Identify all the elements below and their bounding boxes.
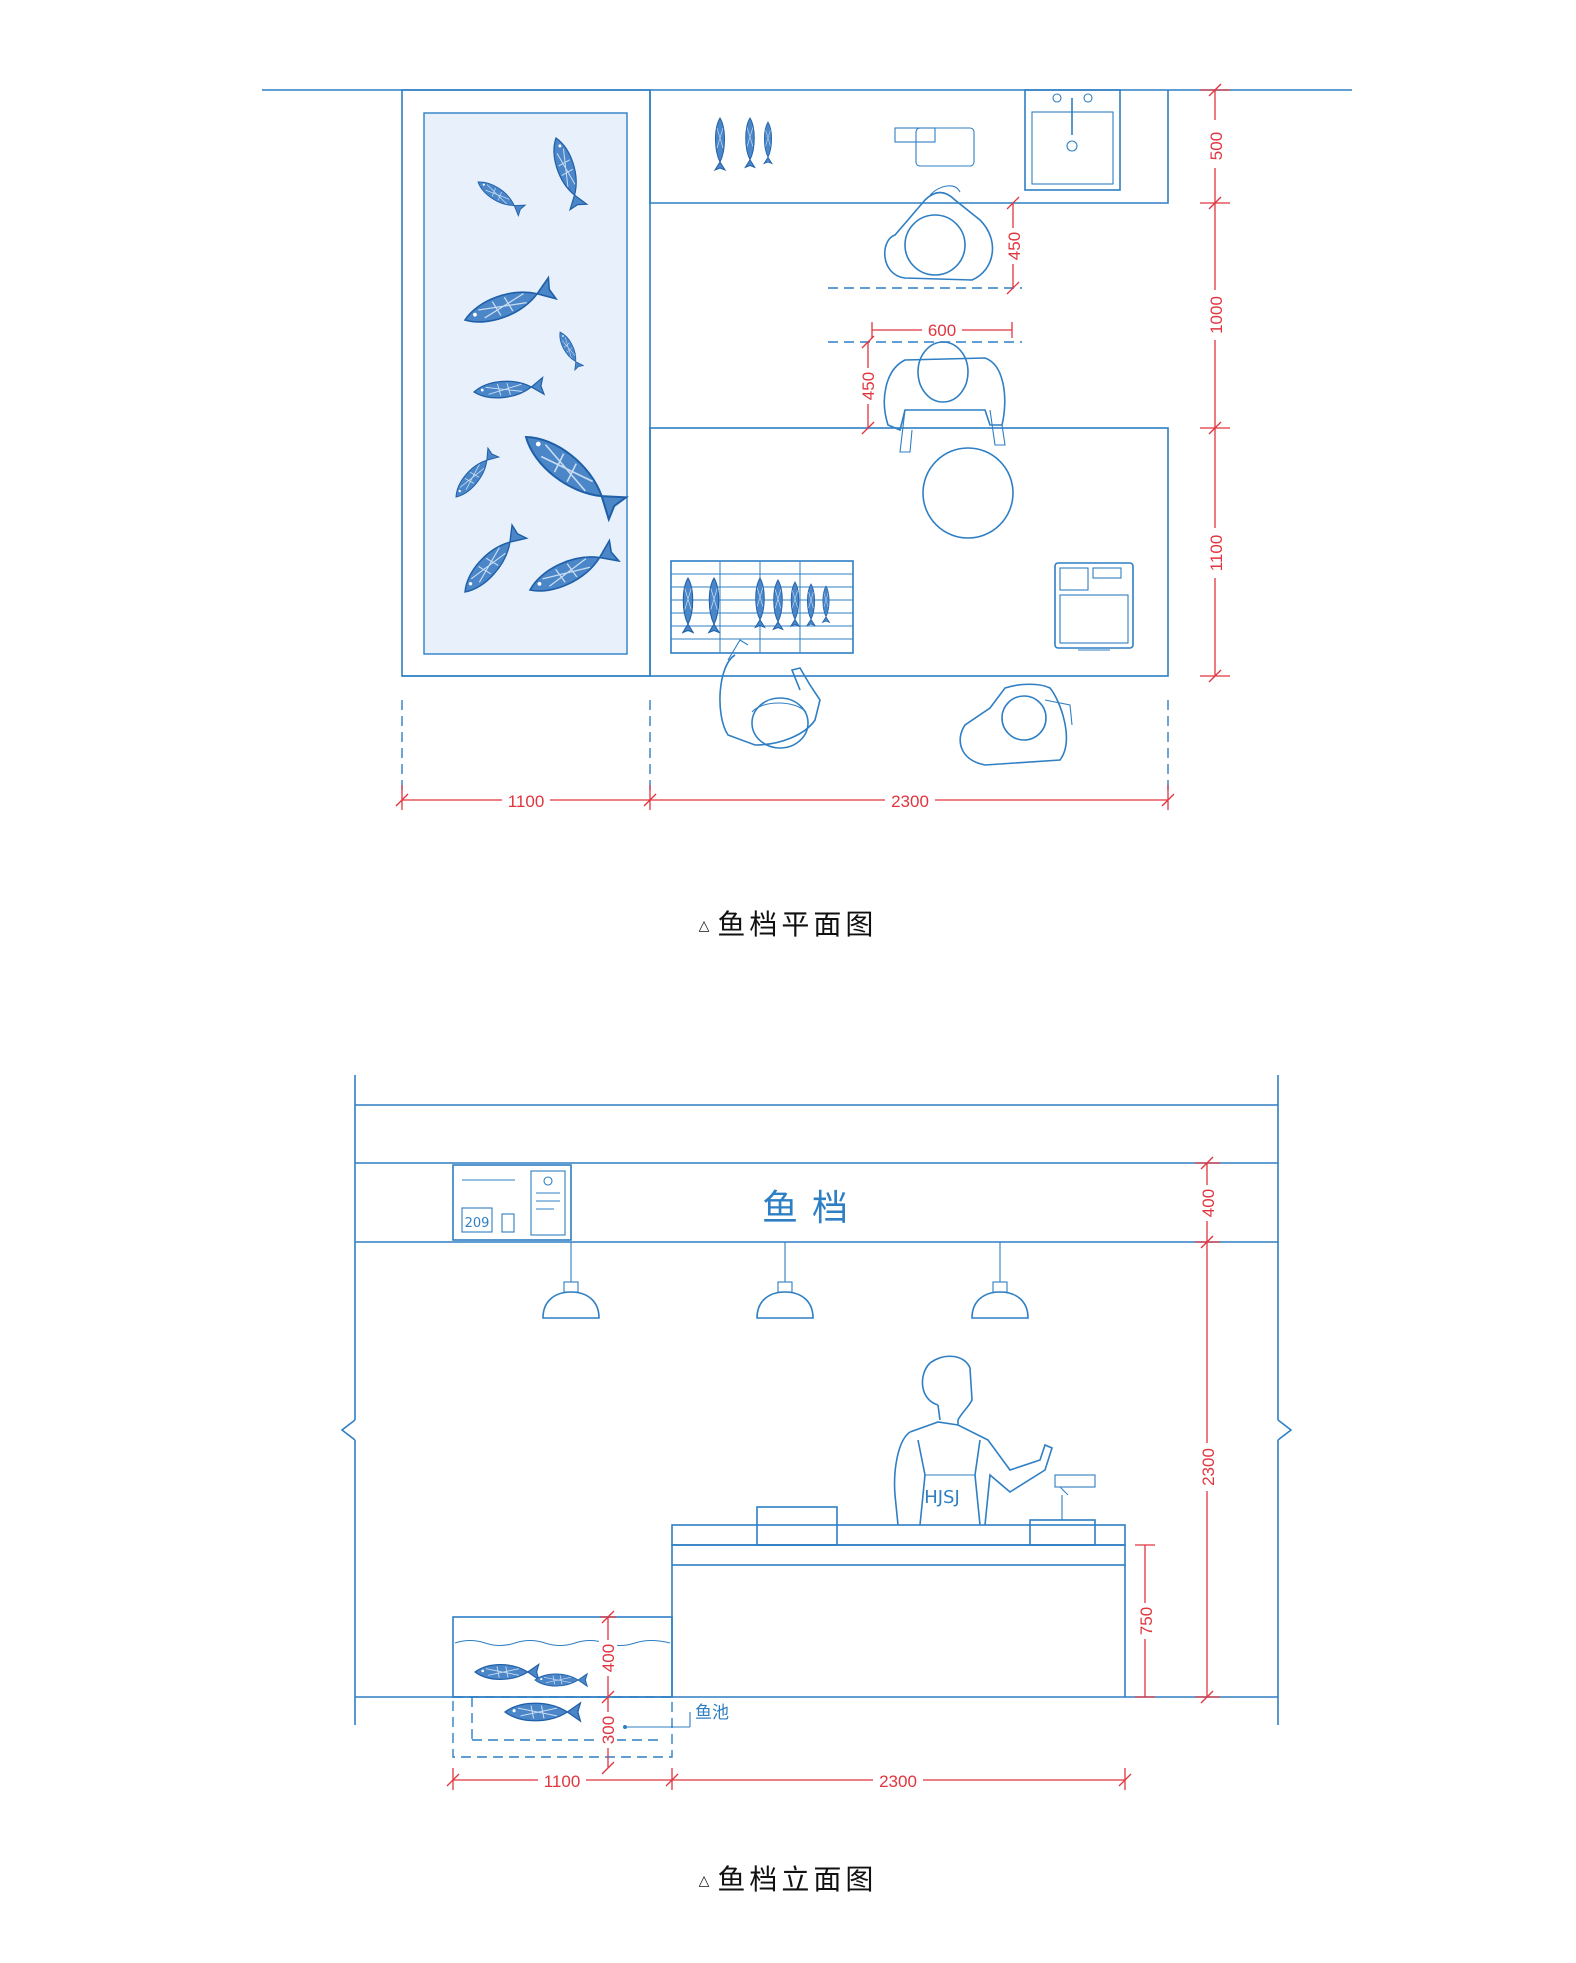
- fish-pool-label: 鱼池: [695, 1703, 729, 1723]
- dim-400-top: 400: [1199, 1189, 1218, 1217]
- customer-left-icon: [719, 639, 821, 749]
- pendant-lamps: [542, 1242, 1029, 1319]
- dim-2300-bottom: 2300: [891, 792, 929, 811]
- board-number: 209: [465, 1216, 490, 1231]
- cutting-board-icon: [894, 127, 975, 167]
- elevation-view: 209 鱼档: [340, 1075, 1293, 1791]
- plan-caption: △鱼档平面图: [698, 908, 878, 941]
- elevation-bottom-dimensions: 1100 2300: [446, 1768, 1132, 1791]
- worker-top-view-icon: [883, 185, 994, 281]
- dim-300-pool: 300: [599, 1716, 618, 1744]
- triangle-marker-icon: △: [698, 918, 714, 934]
- dim-2300-elev-bottom: 2300: [879, 1772, 917, 1791]
- scale-icon: [1029, 1474, 1096, 1546]
- dim-450-mid-group: 450: [859, 335, 878, 435]
- dim-1100-elev-bottom: 1100: [544, 1772, 581, 1791]
- plan-right-dimensions: 500 1000 1100: [1200, 83, 1230, 683]
- pool-dimensions: 400 300: [599, 1610, 618, 1775]
- elevation-counter: [671, 1474, 1126, 1697]
- dim-400-pool: 400: [599, 1644, 618, 1672]
- pendant-lamp-icon: [756, 1242, 814, 1319]
- dim-1100-right: 1100: [1207, 535, 1226, 572]
- dim-750: 750: [1137, 1607, 1156, 1635]
- dim-2300-height: 2300: [1199, 1448, 1218, 1486]
- dim-450-mid: 450: [859, 372, 878, 400]
- triangle-marker-icon: △: [698, 1873, 714, 1889]
- apron-text: HJSJ: [924, 1487, 960, 1508]
- dim-450-top: 450: [1005, 232, 1024, 260]
- fish-tray: [670, 560, 854, 654]
- stall-sign-text: 鱼档: [762, 1188, 862, 1229]
- pendant-lamp-icon: [971, 1242, 1029, 1319]
- dim-450-top-group: 450: [1004, 196, 1024, 295]
- back-counter: [649, 90, 1169, 204]
- worker-counter-top-view-icon: [883, 341, 1006, 453]
- vendor-figure-icon: HJSJ: [893, 1355, 1053, 1526]
- plan-bottom-dimensions: 1100 2300: [395, 785, 1175, 811]
- elevation-right-dimensions: 400 2300 750: [1135, 1156, 1220, 1704]
- dim-1100-bottom: 1100: [508, 792, 545, 811]
- cash-register-icon: [1054, 562, 1134, 651]
- plan-view: 500 1000 1100 450 600 45: [262, 83, 1352, 811]
- info-board: 209: [452, 1164, 572, 1241]
- dim-600-group: 600: [871, 318, 1013, 340]
- counter-round-basin: [922, 447, 1014, 539]
- cutting-board-elevation: [756, 1506, 838, 1546]
- hanging-fish-icon: [714, 117, 773, 171]
- dim-500: 500: [1207, 132, 1226, 160]
- fish-tank: [423, 112, 628, 655]
- pendant-lamp-icon: [542, 1242, 600, 1319]
- sink-icon: [1024, 89, 1121, 191]
- dim-1000: 1000: [1207, 296, 1226, 334]
- fish-pool: 鱼池: [452, 1616, 729, 1758]
- dim-600: 600: [928, 321, 956, 340]
- main-counter: [649, 427, 1169, 677]
- elevation-caption: △鱼档立面图: [698, 1863, 878, 1896]
- customer-right-icon: [959, 683, 1073, 766]
